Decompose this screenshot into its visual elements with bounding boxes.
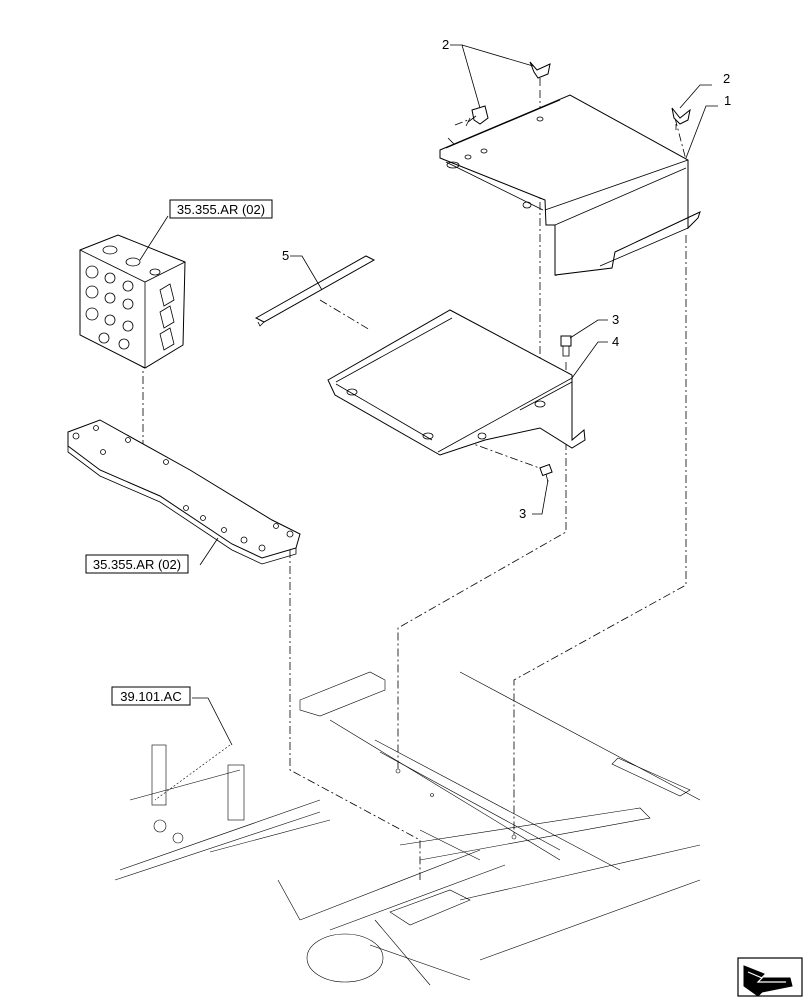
callout-bolt-lower: 3 (519, 506, 526, 521)
reference-label-valve-block: 35.355.AR (02) (177, 202, 265, 217)
callout-numbers: 2 2 1 3 4 3 5 (282, 37, 731, 521)
callout-wing-nuts-left: 2 (442, 37, 449, 52)
seal-strip-part (254, 255, 376, 327)
direction-arrow-icon[interactable] (737, 957, 803, 997)
callout-wing-nut-right: 2 (723, 71, 730, 86)
top-cover-part (439, 94, 701, 276)
bottom-tray-part (327, 309, 586, 456)
bolt-lower (539, 463, 553, 483)
callout-seal-strip: 5 (282, 248, 289, 263)
wing-nut-right (671, 107, 691, 130)
reference-label-frame: 39.101.AC (120, 689, 181, 704)
callout-bolt-upper: 3 (612, 312, 619, 327)
reference-box-valve-block[interactable]: 35.355.AR (02) (169, 199, 273, 219)
leader-lines (139, 44, 718, 746)
reference-label-mounting-plate: 35.355.AR (02) (93, 557, 181, 572)
valve-block-part (79, 234, 186, 369)
bolt-upper (560, 335, 572, 357)
wing-nut-left (465, 105, 489, 127)
callout-top-cover: 1 (724, 93, 731, 108)
reference-box-mounting-plate[interactable]: 35.355.AR (02) (85, 554, 189, 574)
callout-bottom-tray: 4 (612, 334, 619, 349)
reference-box-frame[interactable]: 39.101.AC (111, 686, 191, 706)
mounting-plate-part (67, 419, 301, 565)
frame-chassis (114, 671, 701, 986)
wing-nut-top (529, 61, 551, 86)
